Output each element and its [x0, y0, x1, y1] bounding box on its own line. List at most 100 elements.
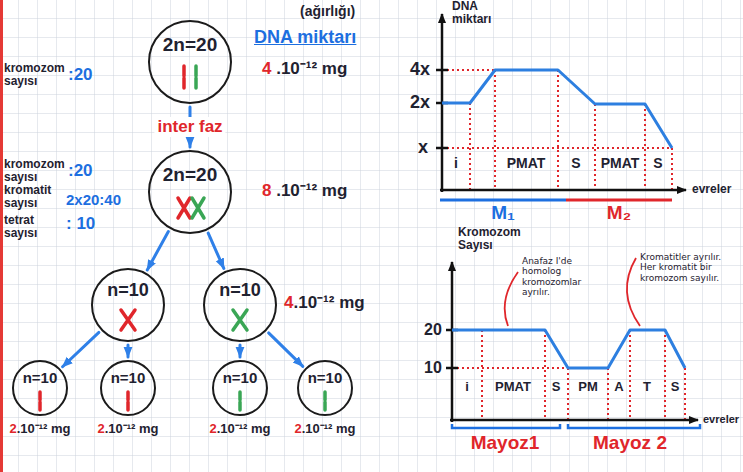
chromosome: [233, 310, 247, 330]
count-label: kromozom sayısı: [4, 62, 68, 87]
phase-label: i: [465, 380, 469, 394]
chromosome: [323, 392, 327, 410]
value-unit: .10⁻¹² mg: [293, 293, 364, 312]
count-label: tetrat sayısı: [4, 214, 62, 239]
chromosome-curve: [452, 330, 685, 368]
value-digit: 4: [262, 59, 271, 78]
phase-bracket: [452, 424, 700, 428]
division-arrow: [147, 231, 168, 269]
division-label: M₁: [491, 203, 515, 224]
chromosome: [38, 392, 42, 410]
cell-label: 2n=20: [163, 165, 217, 186]
phase-label: S: [552, 380, 561, 394]
count-label: kromatit sayısı: [4, 184, 62, 209]
callout-note: Anafaz I'de homolog kromozomlar ayrılır.: [522, 256, 588, 297]
tick-label: 4x: [410, 60, 430, 80]
chromosome: [192, 198, 204, 218]
phase-label: S: [571, 156, 580, 171]
annotation: (ağırlığı): [300, 4, 355, 19]
y-axis: [451, 262, 454, 422]
value-unit: .10⁻¹² mg: [105, 421, 159, 436]
tick-label: 20: [424, 321, 442, 339]
leader-line: [505, 272, 518, 326]
chromosome: [121, 310, 135, 330]
phase-bracket: [566, 199, 672, 202]
phase-bracket: [440, 199, 566, 202]
value-digit: 8: [262, 181, 271, 200]
value-unit: .10⁻¹² mg: [217, 421, 271, 436]
cell-label: n=10: [223, 370, 258, 387]
dna-amount: 2.10⁻¹² mg: [9, 422, 70, 436]
phase-label: A: [614, 380, 623, 394]
axis-title: DNA miktarı: [452, 0, 508, 25]
value-unit: .10⁻¹² mg: [17, 421, 71, 436]
phase-label: PMAT: [495, 380, 531, 394]
phase-label: T: [643, 380, 651, 394]
chromosome: [182, 66, 186, 88]
phase-label: PMAT: [601, 156, 640, 171]
guide-line: [452, 330, 685, 420]
division-arrow: [269, 333, 303, 366]
cell-circle: 2n=20: [148, 20, 232, 104]
phase-label: PMAT: [507, 156, 546, 171]
chromosome: [126, 392, 130, 410]
value-digit: 2: [97, 421, 104, 436]
margin-line: [0, 0, 3, 472]
cell-circle: n=10: [91, 268, 165, 342]
cell-circle: n=10: [12, 360, 68, 416]
cell-circle: n=10: [297, 360, 353, 416]
heading-label: DNA miktarı: [254, 28, 356, 48]
value-unit: .10⁻¹² mg: [302, 421, 356, 436]
chromosome: [194, 66, 198, 88]
tick-label: x: [418, 138, 428, 158]
callout-note: Kromatitler ayrılır. Her kromatit bir kr…: [640, 252, 732, 283]
phase-label: S: [671, 380, 680, 394]
chromosome: [178, 198, 190, 218]
phase-label: S: [653, 156, 662, 171]
x-axis: [440, 189, 686, 192]
tick-label: 10: [424, 359, 442, 377]
count-value: : 10: [66, 215, 95, 234]
dna-amount: 4.10⁻¹² mg: [284, 294, 365, 313]
cell-label: n=10: [219, 281, 261, 301]
division-label: Mayoz1: [471, 433, 540, 454]
cell-circle: n=10: [212, 360, 268, 416]
phase-label: PM: [578, 380, 598, 394]
axis-title: evreler: [692, 183, 731, 196]
value-digit: 2: [9, 421, 16, 436]
dna-amount: 8 .10⁻¹² mg: [262, 182, 347, 201]
division-label: M₂: [607, 203, 631, 224]
dna-amount: 2.10⁻¹² mg: [97, 422, 158, 436]
dna-amount: 2.10⁻¹² mg: [209, 422, 270, 436]
value-digit: 2: [294, 421, 301, 436]
value-digit: 2: [209, 421, 216, 436]
leader-line: [627, 258, 640, 326]
count-value: :20: [68, 66, 93, 85]
division-arrow: [208, 233, 224, 268]
phase-label: i: [454, 156, 458, 171]
cell-label: n=10: [23, 370, 58, 387]
count-value: 2x20:40: [66, 192, 121, 209]
cell-label: n=10: [111, 370, 146, 387]
value-unit: .10⁻¹² mg: [271, 181, 347, 200]
guide-line: [442, 70, 672, 190]
division-arrow: [63, 332, 99, 366]
axis-title: Kromozom Sayısı: [458, 226, 522, 251]
x-axis: [450, 419, 698, 422]
edge-label: inter faz: [154, 117, 225, 137]
cell-label: n=10: [308, 370, 343, 387]
dna-amount: 2.10⁻¹² mg: [294, 422, 355, 436]
cell-label: 2n=20: [163, 35, 217, 56]
count-value: :20: [68, 162, 93, 181]
cell-circle: 2n=20: [148, 150, 232, 234]
cell-circle: n=10: [203, 268, 277, 342]
axis-tick: [436, 70, 448, 148]
cell-label: n=10: [107, 281, 149, 301]
chromosome: [238, 392, 242, 410]
count-label: kromozom sayısı: [4, 158, 68, 183]
division-arrow: [239, 345, 242, 357]
division-arrow: [127, 345, 130, 357]
